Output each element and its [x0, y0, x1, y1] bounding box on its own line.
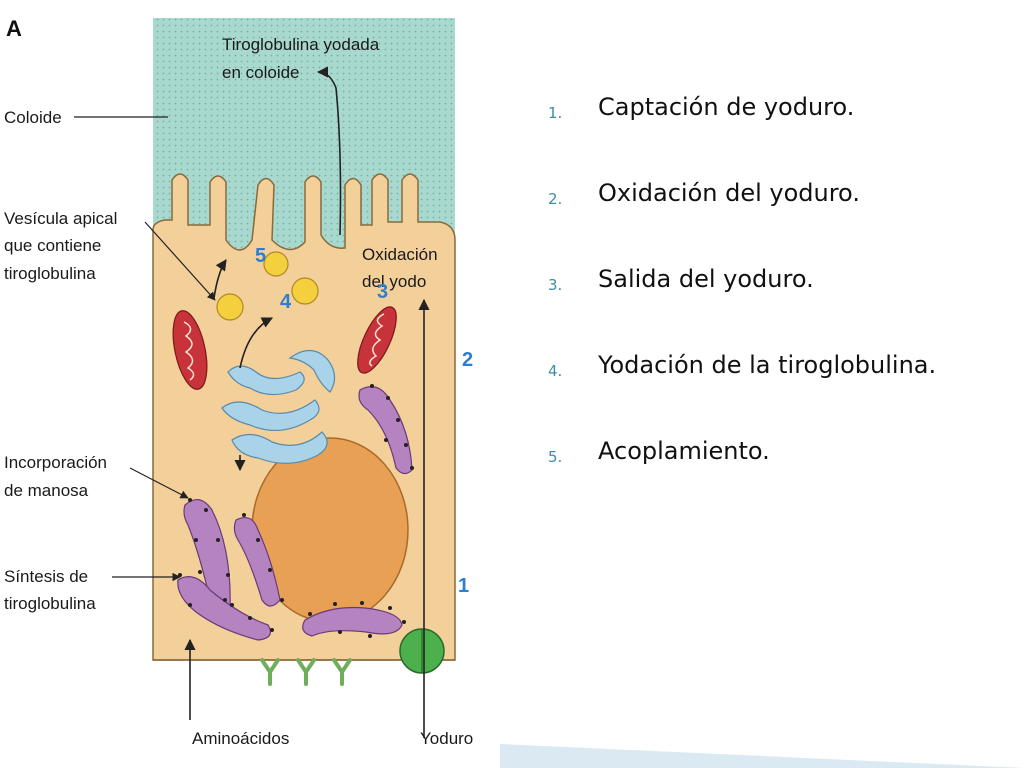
- mitochondria: [172, 306, 397, 390]
- label-coloide: Coloide: [4, 108, 62, 127]
- vesicula-leader: [144, 221, 216, 301]
- label-incorporacion-line1: Incorporación: [4, 453, 107, 472]
- golgi-apparatus: [221, 349, 336, 464]
- step-number-3: 3: [377, 281, 388, 303]
- step-marker-1: 1.: [548, 104, 563, 122]
- panel-letter: A: [6, 16, 22, 41]
- label-incorporacion-line2: de manosa: [4, 481, 89, 500]
- label-vesicula-line2: que contiene: [4, 236, 101, 255]
- label-sintesis-line1: Síntesis de: [4, 567, 88, 586]
- step-marker-3: 3.: [548, 276, 563, 294]
- label-sintesis-line2: tiroglobulina: [4, 594, 96, 613]
- label-vesicula-line3: tiroglobulina: [4, 264, 96, 283]
- steps-list: 1. Captación de yoduro. 2. Oxidación del…: [548, 88, 968, 467]
- thyroid-cell-diagram: A Tiroglobulina yodada en coloide Coloid…: [0, 0, 505, 768]
- step-marker-4: 4.: [548, 362, 563, 380]
- step-text-5: Acoplamiento.: [598, 437, 770, 465]
- step-item-4: 4. Yodación de la tiroglobulina.: [548, 350, 968, 381]
- label-tiroglobulina-line1: Tiroglobulina yodada: [222, 35, 380, 54]
- corner-decoration: [500, 744, 1024, 768]
- label-yoduro: Yoduro: [420, 729, 473, 748]
- label-vesicula-line1: Vesícula apical: [4, 209, 117, 228]
- label-aminoacidos: Aminoácidos: [192, 729, 289, 748]
- step-text-1: Captación de yoduro.: [598, 93, 855, 121]
- incorporacion-leader: [129, 467, 189, 499]
- step-marker-5: 5.: [548, 448, 563, 466]
- step-text-4: Yodación de la tiroglobulina.: [598, 351, 937, 379]
- apical-vesicles: [216, 251, 319, 321]
- ribosomes: [178, 384, 414, 638]
- step-marker-2: 2.: [548, 190, 563, 208]
- step-item-3: 3. Salida del yoduro.: [548, 264, 968, 295]
- step-number-4: 4: [280, 291, 292, 313]
- label-tiroglobulina-line2: en coloide: [222, 63, 300, 82]
- step-text-2: Oxidación del yoduro.: [598, 179, 860, 207]
- step-item-5: 5. Acoplamiento.: [548, 436, 968, 467]
- step-text-3: Salida del yoduro.: [598, 265, 814, 293]
- step-number-2: 2: [462, 349, 473, 371]
- label-oxidacion-line2: del yodo: [362, 272, 426, 291]
- step-number-1: 1: [458, 575, 469, 597]
- basal-receptors: [260, 658, 352, 686]
- step-item-2: 2. Oxidación del yoduro.: [548, 178, 968, 209]
- step-item-1: 1. Captación de yoduro.: [548, 92, 968, 123]
- step-number-5: 5: [255, 245, 266, 267]
- label-oxidacion-line1: Oxidación: [362, 245, 438, 264]
